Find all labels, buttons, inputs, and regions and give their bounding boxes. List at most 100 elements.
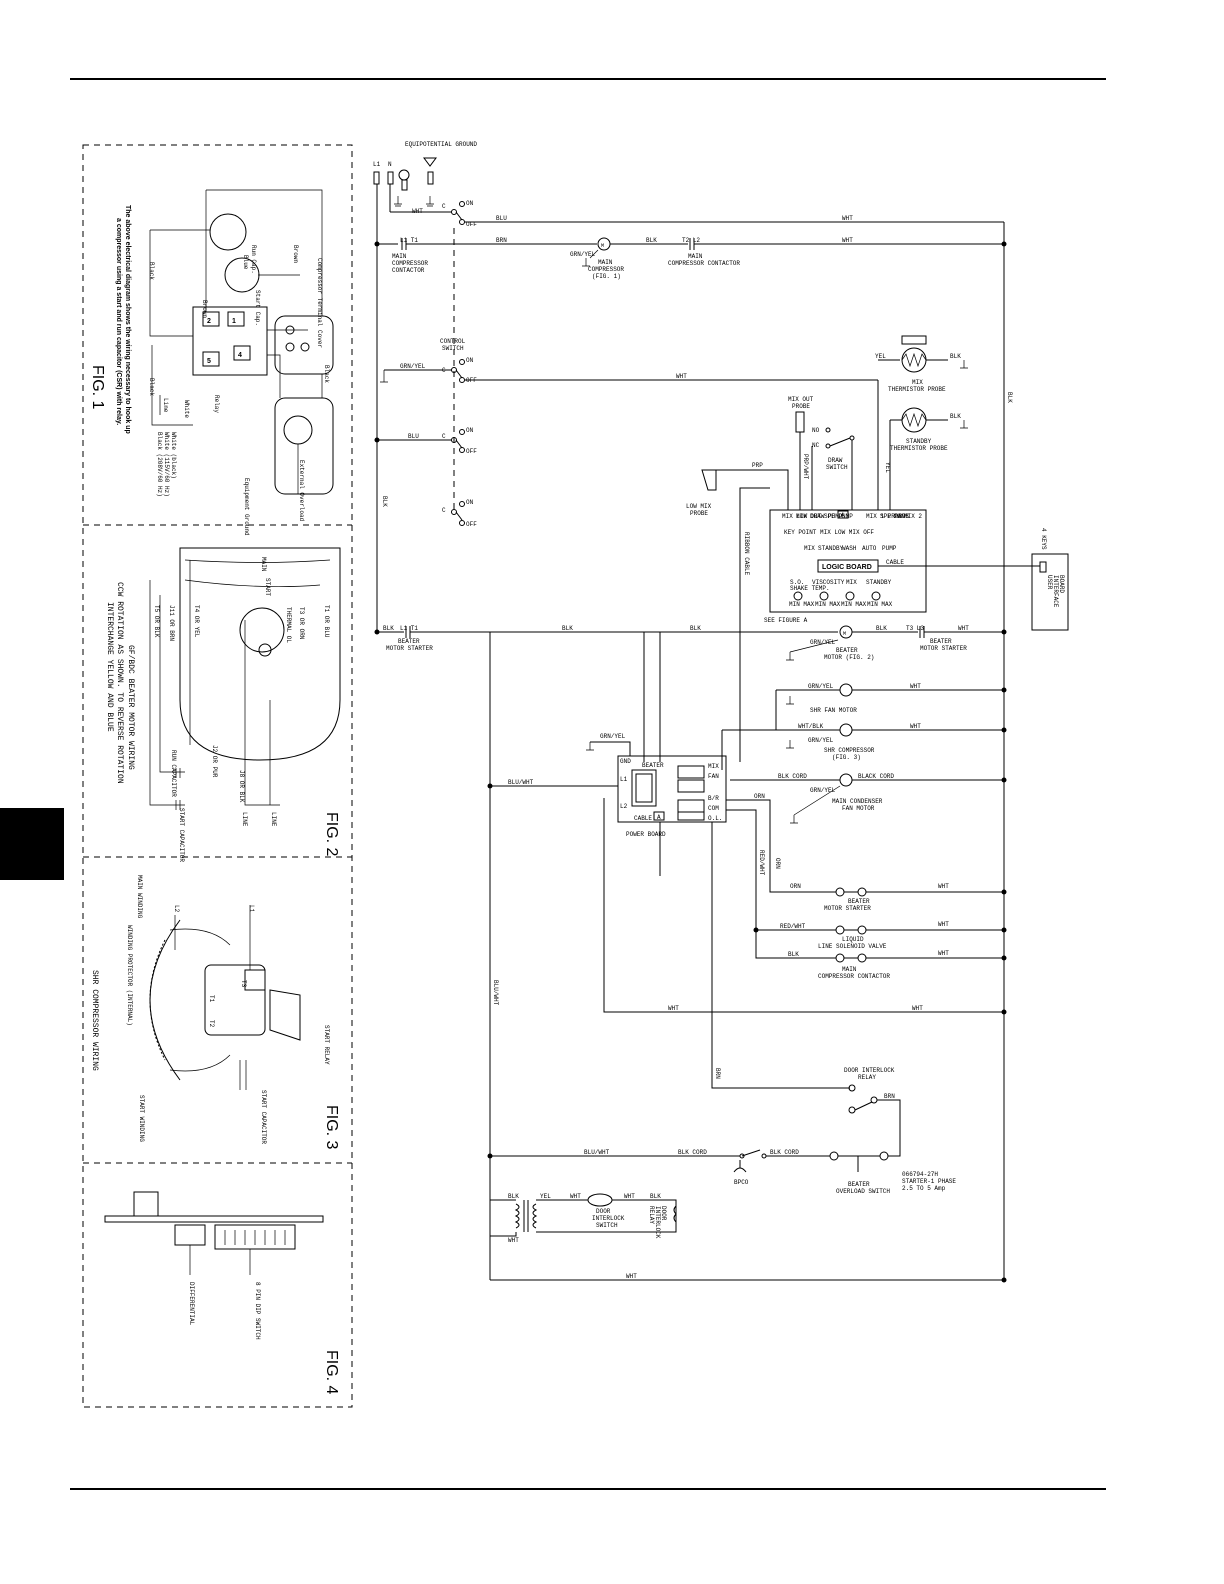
wire-yel-1: YEL	[875, 353, 886, 360]
fig1-group: FIG. 1 The above electrical diagram show…	[89, 189, 334, 536]
fig3-t1: T1	[208, 995, 215, 1003]
sw3-off: OFF	[466, 448, 477, 455]
bms-l-1: BEATER	[398, 638, 420, 645]
wire-wht-3: WHT	[842, 237, 853, 244]
sw1-off: OFF	[466, 221, 477, 228]
wire-wht-4: WHT	[676, 373, 687, 380]
fig2-start-cap: START CAPACITOR	[178, 808, 185, 862]
wire-yel-3: YEL	[540, 1193, 551, 1200]
wire-brn-1: BRN	[496, 237, 507, 244]
wire-orn-1: ORN	[754, 793, 765, 800]
bpco: BPCO	[734, 1179, 749, 1186]
fig3-l1: L1	[248, 905, 255, 913]
fig3-start-cap: START CAPACITOR	[260, 1090, 267, 1144]
dir-1: DOOR INTERLOCK	[844, 1067, 895, 1074]
fig3-t2: T2	[208, 1020, 215, 1028]
uib-2: INTERFACE	[1052, 575, 1059, 608]
fig1-ground: Equipment Ground	[243, 478, 250, 536]
start-relay-icon	[269, 989, 301, 1041]
wire-orn-3: ORN	[790, 883, 801, 890]
transformer-icon	[514, 1203, 520, 1229]
fig2-label: FIG. 2	[323, 812, 340, 857]
fig4-label: FIG. 4	[323, 1350, 340, 1395]
wire-grnyel-4: GRN/YEL	[808, 683, 834, 690]
see-figure-a: SEE FIGURE A	[764, 617, 808, 624]
shr-fan-motor: SHR FAN MOTOR	[810, 707, 857, 714]
fig1-caption-1: The above electrical diagram shows the w…	[124, 205, 131, 434]
ribbon-cable: RIBBON CABLE	[743, 532, 750, 576]
main-winding-coil	[149, 939, 166, 1061]
wire-blackcord: BLACK CORD	[858, 773, 894, 780]
mix-thermistor-icon	[901, 347, 927, 373]
dir2-2: INTERLOCK	[654, 1206, 661, 1239]
draw-sw-1: DRAW	[828, 457, 843, 464]
pb-beater: BEATER	[642, 762, 664, 769]
mc-t2l2: T2 L2	[682, 237, 700, 244]
fig4-dip: 8 PIN DIP SWITCH	[254, 1282, 261, 1340]
equipotential-ground: EQUIPOTENTIAL GROUND	[405, 141, 477, 148]
wire-wht-7: WHT	[910, 723, 921, 730]
lowmix-1: LOW MIX	[686, 503, 712, 510]
lls-1: LIQUID	[842, 936, 864, 943]
bms-r-2: MOTOR STARTER	[920, 645, 967, 652]
sw1-c: C	[442, 203, 446, 210]
bottom-rule	[70, 1488, 1106, 1490]
bms-t3l3: T3 L3	[906, 625, 924, 632]
lb-r4-2: MIX	[846, 579, 857, 586]
pb-title: POWER BOARD	[626, 831, 666, 838]
sw1-on: ON	[466, 200, 474, 207]
cmcc-1: MAIN	[842, 966, 857, 973]
mixout-1: MIX OUT	[788, 396, 814, 403]
lb-r4-1: VISCOSITY	[812, 579, 845, 586]
wire-blk-3: BLK	[562, 625, 573, 632]
fig1-black-208: Black (208V/60 Hz)	[156, 432, 163, 497]
wire-wht-13: WHT	[508, 1237, 519, 1244]
shr-comp-1: SHR COMPRESSOR	[824, 747, 875, 754]
wire-grnyel-5: GRN/YEL	[808, 737, 834, 744]
lls-2: LINE SOLENOID VALVE	[818, 943, 887, 950]
wire-blk-right: BLK	[1006, 392, 1013, 403]
dis-2: INTERLOCK	[592, 1215, 625, 1222]
fig1-black-3: Black	[323, 365, 330, 383]
fig2-j8: J8 OR BLK	[238, 770, 245, 803]
standby-thermistor-icon	[901, 407, 927, 433]
cmcc-2: COMPRESSOR CONTACTOR	[818, 973, 890, 980]
lb-row2: KEY POINT MIX LOW MIX OFF	[784, 529, 874, 536]
svg-text:M: M	[601, 243, 604, 249]
mix-probe-2: THERMISTOR PROBE	[888, 386, 946, 393]
lb-h1: MIX OUT	[796, 513, 822, 520]
wire-blk-stby: BLK	[950, 413, 961, 420]
fig3-start-winding: START WINDING	[138, 1095, 145, 1142]
lb-pot3: MIN MAX	[867, 601, 893, 608]
mcc-2: COMPRESSOR	[392, 260, 428, 267]
bms-l1t1: L1 T1	[400, 625, 418, 632]
pb-ol: O.L.	[708, 815, 722, 822]
ctrl-sw-1: CONTROL	[440, 338, 466, 345]
wire-wht-10: WHT	[938, 883, 949, 890]
supply-l1: L1	[373, 161, 381, 168]
main-comp-1: MAIN	[598, 259, 613, 266]
wire-prp: PRP	[752, 462, 763, 469]
wire-wht-2: WHT	[842, 215, 853, 222]
wire-blu-2: BLU	[408, 433, 419, 440]
lowmix-2: PROBE	[690, 510, 708, 517]
fig3-l2: L2	[173, 905, 180, 913]
mixout-2: PROBE	[792, 403, 810, 410]
wire-yel-2: YEL	[884, 462, 891, 473]
top-rule	[70, 78, 1106, 80]
fig1-relay: Relay	[213, 395, 220, 413]
wire-wht-9: WHT	[912, 1005, 923, 1012]
dir-2: RELAY	[858, 1074, 876, 1081]
fig2-line-1: LINE	[241, 812, 248, 827]
fig1-black-2: Black	[148, 378, 155, 396]
bms-l-2: MOTOR STARTER	[386, 645, 433, 652]
lb-cable: CABLE	[886, 559, 904, 566]
fig4-differential: DIFFERENTIAL	[188, 1282, 195, 1326]
fig2-main: MAIN	[260, 557, 267, 572]
stby-probe-2: THERMISTOR PROBE	[890, 445, 948, 452]
starter-1: 066794-27H	[902, 1171, 938, 1178]
cbms-2: MOTOR STARTER	[824, 905, 871, 912]
lb-h6: SPE PROB	[880, 513, 909, 520]
mcc-1: MAIN	[392, 253, 407, 260]
dip-switch-icon	[214, 1224, 296, 1250]
